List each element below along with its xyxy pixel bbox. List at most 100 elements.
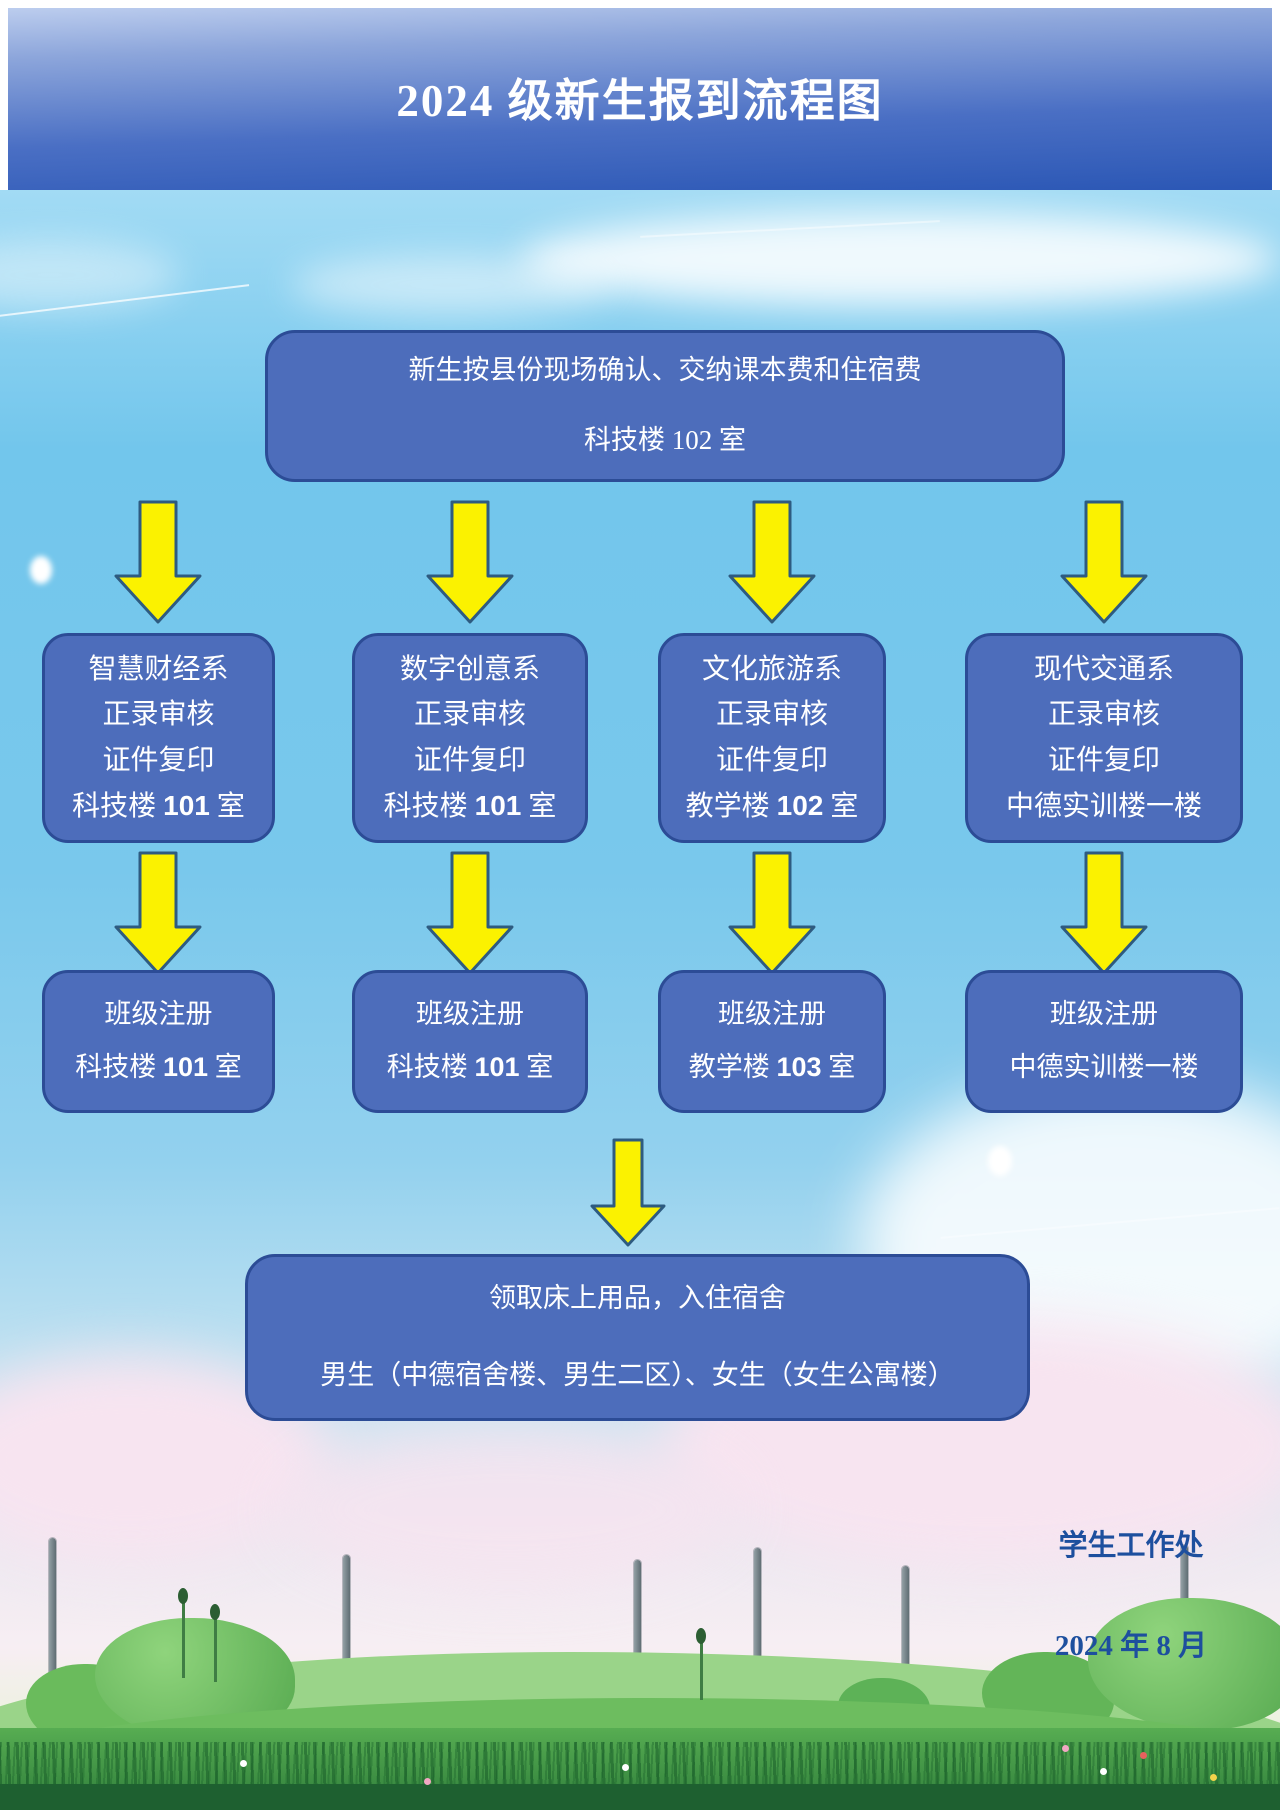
dept-location: 科技楼 101 室 [72,788,245,824]
down-arrow-icon [426,500,514,624]
page-title: 2024 级新生报到流程图 [396,76,884,126]
loc-number: 102 [776,789,824,821]
loc-text: 教学楼 [685,790,777,822]
down-arrow-icon [588,1138,668,1248]
flower-dot [1100,1768,1107,1775]
loc-text: 室 [521,790,557,822]
down-arrow-icon [424,500,516,626]
dept-box-finance: 智慧财经系 正录审核 证件复印 科技楼 101 室 [42,633,275,843]
register-box-digital: 班级注册 科技楼 101 室 [352,970,588,1113]
down-arrow-icon [114,851,202,975]
dept-step: 证件复印 [1047,744,1160,776]
dandelion-puff [988,1146,1012,1176]
register-box-finance: 班级注册 科技楼 101 室 [42,970,275,1113]
dept-location: 中德实训楼一楼 [1006,788,1202,824]
register-title: 班级注册 [1050,999,1158,1030]
signature-org: 学生工作处 [1058,1530,1204,1562]
grass-stalk [178,1588,188,1678]
down-arrow-icon [726,851,818,977]
grass-stalk [696,1628,706,1700]
register-location: 科技楼 101 室 [75,1051,242,1085]
loc-text: 科技楼 [386,1052,475,1083]
flow-end-box: 领取床上用品，入住宿舍 男生（中德宿舍楼、男生二区）、女生（女生公寓楼） [245,1254,1030,1421]
dept-step: 证件复印 [413,744,526,776]
down-arrow-icon [1058,500,1150,626]
loc-text: 科技楼 [383,790,475,822]
loc-number: 103 [776,1052,822,1083]
cloud [290,255,610,315]
register-box-transport: 班级注册 中德实训楼一楼 [965,970,1243,1113]
loc-text: 室 [208,1052,242,1083]
loc-number: 101 [474,789,522,821]
loc-number: 101 [163,789,210,821]
signature-block: 学生工作处 2024 年 8 月 [1000,1522,1262,1664]
flower-dot [1210,1774,1217,1781]
down-arrow-icon [426,851,514,975]
register-location: 科技楼 101 室 [387,1051,554,1085]
dept-step: 证件复印 [102,744,215,776]
down-arrow-icon [1060,851,1148,975]
register-location: 中德实训楼一楼 [1010,1051,1199,1085]
cloud [520,212,1280,307]
flower-dot [1140,1752,1147,1759]
start-line1: 新生按县份现场确认、交纳课本费和住宿费 [408,355,922,385]
down-arrow-icon [112,500,204,626]
fence-post [902,1566,909,1744]
fence-post [49,1538,56,1753]
flower-dot [1062,1745,1069,1752]
fence-post [754,1548,761,1753]
flower-dot [424,1778,431,1785]
loc-text: 室 [821,1052,856,1083]
loc-number: 101 [162,1052,209,1083]
down-arrow-icon [424,851,516,977]
flower-dot [240,1760,247,1767]
dept-name: 现代交通系 [1033,654,1174,686]
dept-step: 正录审核 [1047,699,1160,731]
dept-name: 数字创意系 [399,654,540,686]
end-line1: 领取床上用品，入住宿舍 [489,1283,786,1313]
down-arrow-icon [590,1138,666,1247]
down-arrow-icon [728,851,816,975]
register-location: 教学楼 103 室 [689,1051,856,1085]
bush [1088,1598,1280,1730]
dandelion-puff [30,556,52,584]
loc-text: 中德实训楼一楼 [1005,790,1202,822]
dept-box-tourism: 文化旅游系 正录审核 证件复印 教学楼 102 室 [658,633,886,843]
dept-location: 科技楼 101 室 [384,788,557,824]
down-arrow-icon [728,500,816,624]
grass-dark-strip [0,1784,1280,1810]
signature-date: 2024 年 8 月 [1054,1630,1208,1662]
dept-step: 正录审核 [715,699,828,731]
loc-text: 科技楼 [75,1052,163,1083]
title-banner: 2024 级新生报到流程图 [8,8,1272,190]
register-title: 班级注册 [718,999,826,1030]
down-arrow-icon [114,500,202,624]
loc-text: 科技楼 [72,790,164,822]
fence-post [343,1555,350,1755]
down-arrow-icon [1060,500,1148,624]
flow-start-box: 新生按县份现场确认、交纳课本费和住宿费 科技楼 102 室 [265,330,1065,482]
down-arrow-icon [726,500,818,626]
dept-box-transport: 现代交通系 正录审核 证件复印 中德实训楼一楼 [965,633,1243,843]
down-arrow-icon [1058,851,1150,977]
pink-cloud [280,1430,740,1590]
dept-step: 正录审核 [413,699,526,731]
dept-name: 智慧财经系 [88,654,229,686]
loc-text: 室 [823,790,859,822]
register-title: 班级注册 [104,999,213,1030]
loc-text: 教学楼 [688,1052,777,1083]
grass-stalk [210,1604,220,1682]
end-line2: 男生（中德宿舍楼、男生二区）、女生（女生公寓楼） [320,1360,955,1391]
loc-number: 101 [474,1052,520,1083]
loc-text: 室 [519,1052,554,1083]
flower-dot [622,1764,629,1771]
dept-step: 证件复印 [715,744,828,776]
loc-text: 室 [209,790,245,822]
loc-text: 中德实训楼一楼 [1009,1052,1199,1083]
down-arrow-icon [112,851,204,977]
dept-step: 正录审核 [102,699,215,731]
dept-name: 文化旅游系 [701,654,842,686]
dept-box-digital: 数字创意系 正录审核 证件复印 科技楼 101 室 [352,633,588,843]
register-box-tourism: 班级注册 教学楼 103 室 [658,970,886,1113]
